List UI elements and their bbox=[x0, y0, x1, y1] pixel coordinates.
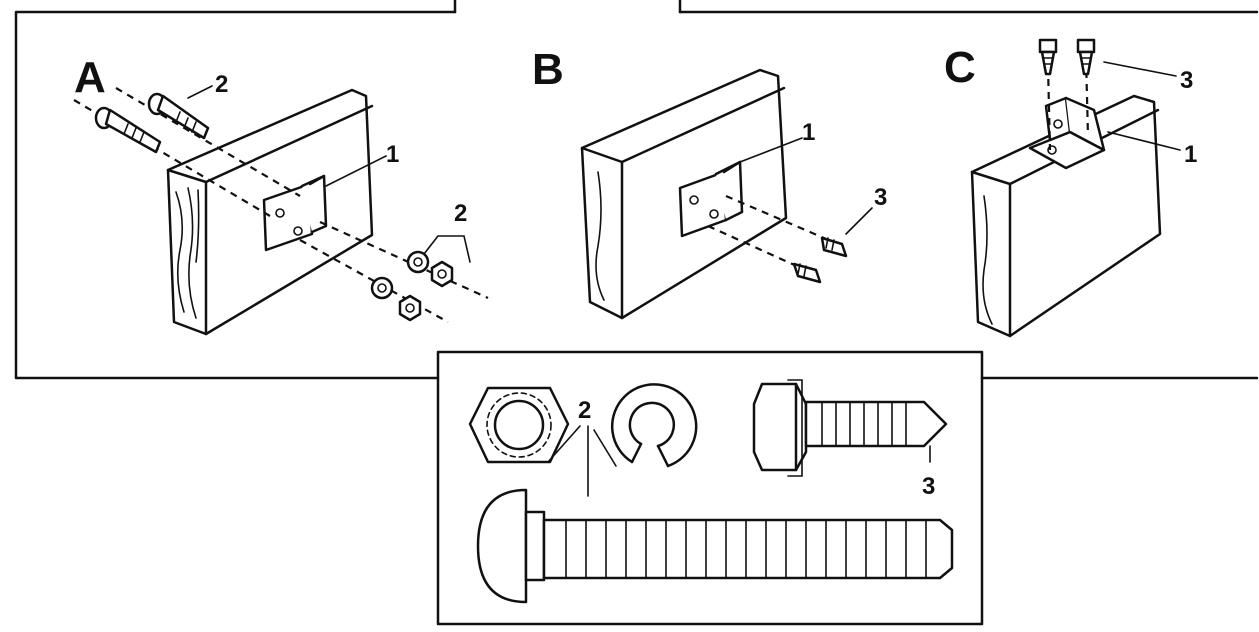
panel-a-bracket bbox=[262, 174, 328, 252]
panel-b-bracket bbox=[678, 160, 744, 238]
panel-a-nuts-washers bbox=[299, 220, 489, 323]
panel-b: B 1 3 bbox=[532, 45, 887, 320]
legend-label-nut-washer: 2 bbox=[578, 397, 591, 424]
legend: 2 3 bbox=[468, 379, 954, 604]
carriage-bolt-icon bbox=[476, 488, 954, 604]
panel-c: C 3 1 bbox=[944, 38, 1197, 338]
hex-nut-icon bbox=[468, 386, 570, 464]
panel-a-label-bracket: 1 bbox=[386, 141, 399, 168]
panel-c-label-screws: 3 bbox=[1180, 67, 1193, 94]
panel-a-carriage-bolts bbox=[73, 87, 301, 217]
panel-c-lag-screws bbox=[1038, 38, 1096, 151]
panel-a-label-nuts: 2 bbox=[454, 200, 467, 227]
panel-b-lag-screws bbox=[707, 194, 848, 284]
lock-washer-icon bbox=[610, 383, 698, 468]
panel-c-letter: C bbox=[944, 43, 976, 92]
panel-a-label-bolts: 2 bbox=[215, 71, 228, 98]
panel-c-label-bracket: 1 bbox=[1184, 141, 1197, 168]
panel-c-bracket bbox=[1028, 96, 1106, 170]
legend-label-lag-screw: 3 bbox=[922, 473, 935, 500]
panel-b-label-screws: 3 bbox=[874, 184, 887, 211]
panel-b-letter: B bbox=[532, 45, 564, 94]
legend-frame bbox=[436, 350, 984, 626]
panel-a-letter: A bbox=[74, 53, 106, 102]
lag-screw-icon bbox=[752, 379, 948, 477]
top-frame bbox=[14, 0, 1259, 380]
panel-a: A bbox=[73, 53, 489, 336]
panel-b-label-bracket: 1 bbox=[802, 119, 815, 146]
